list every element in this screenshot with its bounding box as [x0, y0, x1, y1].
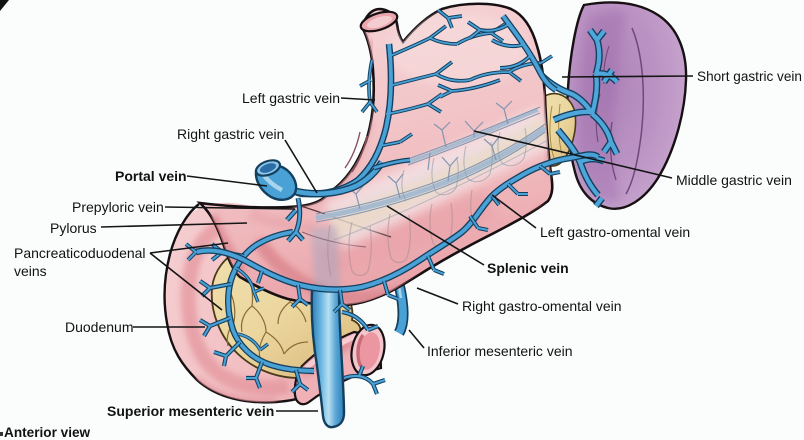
svg-text:Left gastro-omental vein: Left gastro-omental vein [540, 224, 690, 240]
svg-text:Right gastric vein: Right gastric vein [177, 126, 284, 142]
svg-text:Pylorus: Pylorus [50, 220, 97, 236]
svg-text:Inferior mesenteric vein: Inferior mesenteric vein [427, 343, 573, 359]
svg-text:Portal vein: Portal vein [115, 168, 187, 184]
svg-text:Prepyloric vein: Prepyloric vein [72, 199, 164, 215]
svg-text:Middle gastric vein: Middle gastric vein [676, 172, 792, 188]
svg-text:Duodenum: Duodenum [65, 319, 134, 335]
svg-text:Anterior view: Anterior view [4, 425, 91, 440]
svg-text:Superior mesenteric vein: Superior mesenteric vein [107, 403, 274, 419]
svg-text:Splenic vein: Splenic vein [487, 260, 569, 276]
svg-text:veins: veins [14, 263, 47, 279]
svg-text:Short gastric vein: Short gastric vein [697, 68, 802, 84]
svg-text:Pancreaticoduodenal: Pancreaticoduodenal [14, 245, 146, 261]
svg-text:Right gastro-omental vein: Right gastro-omental vein [462, 298, 622, 314]
svg-text:Left gastric vein: Left gastric vein [242, 90, 340, 106]
